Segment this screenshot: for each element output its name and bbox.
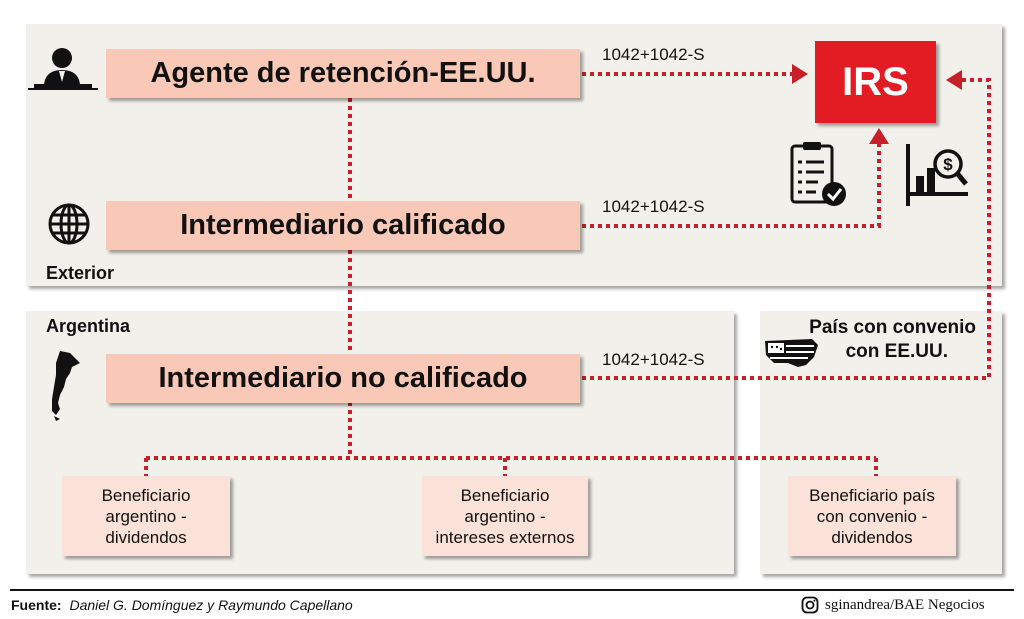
beneficiario-intereses-node: Beneficiario argentino - intereses exter…: [422, 476, 588, 556]
chart-dollar-icon: $: [906, 144, 968, 206]
source-label: Fuente:: [11, 597, 62, 613]
treaty-label-line2: con EE.UU.: [845, 341, 948, 362]
ben-int-line1: Beneficiario: [460, 485, 550, 505]
irs-node: IRS: [815, 41, 936, 123]
arrow-calificado: [869, 128, 889, 144]
intermediario-calificado-node: Intermediario calificado: [106, 201, 580, 250]
argentina-label: Argentina: [46, 316, 131, 336]
ben-div-line1: Beneficiario: [101, 485, 191, 505]
calificado-irs-line: [582, 144, 881, 228]
usa-flag-map-icon: [765, 339, 818, 367]
treaty-label-line1: País con convenio: [809, 317, 976, 338]
ben-conv-line3: dividendos: [831, 527, 913, 547]
credit: sginandrea/BAE Negocios: [825, 597, 985, 613]
arrow-agente: [792, 64, 808, 84]
treaty-label: País con convenio con EE.UU.: [770, 316, 976, 364]
source-text: Daniel G. Domínguez y Raymundo Capellano: [69, 597, 353, 613]
beneficiario-convenio-node: Beneficiario país con convenio - dividen…: [788, 476, 956, 556]
intermediario-no-calificado-node: Intermediario no calificado: [106, 354, 580, 403]
edge-label-calificado: 1042+1042-S: [602, 197, 705, 216]
arrow-no-calificado: [946, 70, 962, 90]
agent-person-icon: [28, 48, 98, 90]
ben-div-line3: dividendos: [105, 527, 187, 547]
svg-text:$: $: [943, 155, 953, 174]
ben-conv-line2: con convenio -: [816, 506, 928, 526]
exterior-label: Exterior: [46, 263, 115, 283]
ben-int-line2: argentino -: [464, 506, 546, 526]
no-calificado-irs-line: [582, 78, 991, 380]
globe-icon: [48, 203, 90, 245]
argentina-map-icon: [52, 351, 80, 421]
edge-label-agente: 1042+1042-S: [602, 45, 705, 64]
source-note: Fuente: Daniel G. Domínguez y Raymundo C…: [11, 597, 353, 613]
ben-div-line2: argentino -: [105, 506, 187, 526]
agente-retencion-node: Agente de retención-EE.UU.: [106, 49, 580, 98]
ben-conv-line1: Beneficiario país: [809, 485, 935, 505]
ben-int-line3: intereses externos: [435, 527, 575, 547]
edge-label-no-calificado: 1042+1042-S: [602, 350, 705, 369]
checklist-icon: [790, 142, 846, 206]
beneficiario-dividendos-node: Beneficiario argentino - dividendos: [62, 476, 230, 556]
instagram-icon: [801, 596, 819, 614]
footer-rule: [10, 589, 1014, 591]
